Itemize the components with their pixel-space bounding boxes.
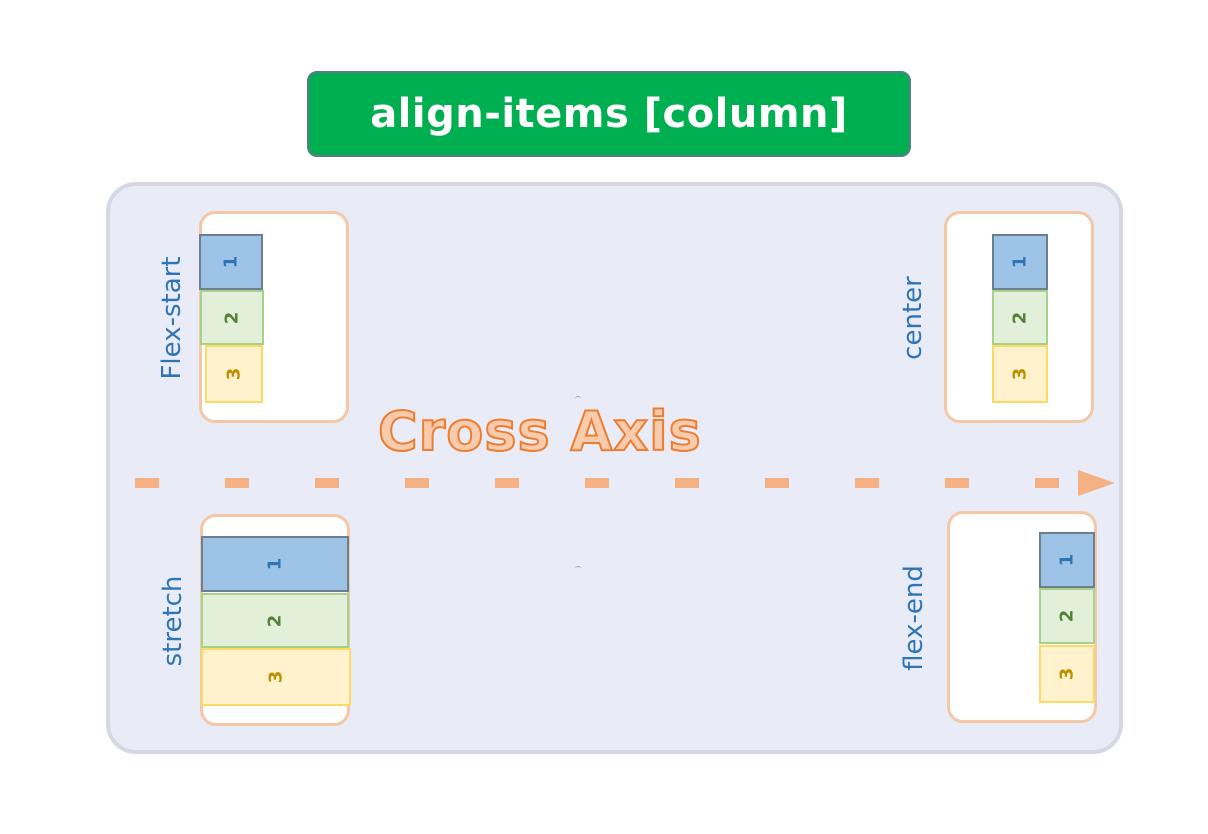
- flex-container-flex-end: 1 2 3: [947, 511, 1097, 723]
- flex-item-2: 2: [200, 290, 264, 345]
- diagram-title: align-items [column]: [370, 91, 848, 137]
- flex-item-3: 3: [201, 648, 351, 706]
- flex-item-3: 3: [205, 345, 263, 403]
- small-mark: [575, 566, 581, 571]
- small-mark: [575, 396, 581, 401]
- flex-item-3: 3: [992, 345, 1048, 403]
- cross-axis-label: Cross Axis: [377, 399, 702, 464]
- flex-container-center: 1 2 3: [944, 211, 1094, 423]
- flex-item-3: 3: [1039, 645, 1095, 703]
- diagram-title-box: align-items [column]: [307, 71, 911, 157]
- flex-item-1: 1: [199, 234, 263, 290]
- flex-item-1: 1: [1039, 532, 1095, 588]
- example-label-flex-start: Flex-start: [157, 256, 187, 380]
- flex-item-1: 1: [992, 234, 1048, 290]
- flex-item-1: 1: [201, 536, 349, 592]
- flex-item-2: 2: [992, 290, 1048, 345]
- example-label-flex-end: flex-end: [899, 565, 929, 671]
- flex-container-stretch: 1 2 3: [200, 514, 351, 726]
- flex-item-2: 2: [1039, 588, 1095, 644]
- example-label-stretch: stretch: [158, 575, 188, 667]
- flex-item-2: 2: [201, 593, 349, 648]
- example-label-center: center: [898, 276, 928, 360]
- flex-container-flex-start: 1 2 3: [199, 211, 349, 423]
